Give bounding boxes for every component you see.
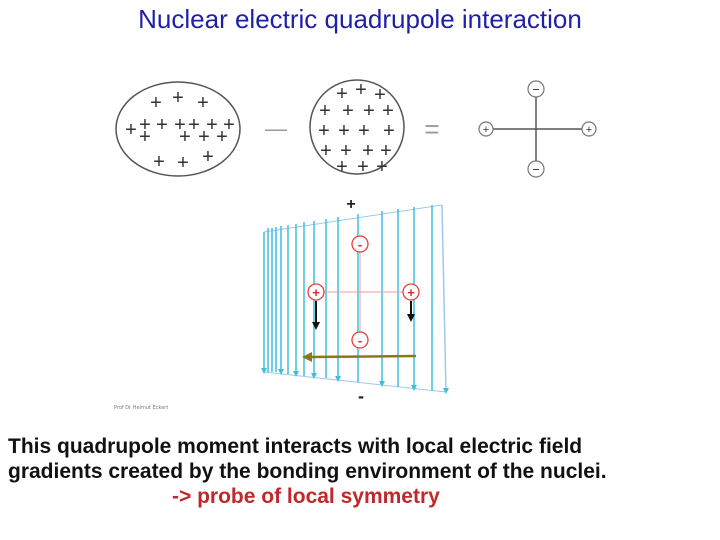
field-charge-upper — [351, 235, 369, 253]
plus-charge: + — [174, 114, 186, 136]
field-charge-right — [402, 283, 420, 301]
plus-charge: + — [216, 126, 228, 148]
point-charge-top-label: − — [532, 82, 540, 97]
caption-line-1: This quadrupole moment interacts with lo… — [8, 435, 583, 458]
plus-charge: + — [139, 114, 151, 136]
plus-charge: + — [374, 84, 386, 106]
field-charge-upper-label: - — [358, 237, 362, 252]
plus-charge: + — [139, 126, 151, 148]
point-charge-bottom-label: − — [532, 162, 540, 177]
plus-charge: + — [319, 100, 331, 122]
page-title: Nuclear electric quadrupole interaction — [138, 4, 582, 34]
plus-charge: + — [336, 156, 348, 178]
plus-charge: + — [336, 83, 348, 105]
plus-charge: + — [206, 114, 218, 136]
field-bottom-sign: - — [358, 386, 364, 406]
plus-charge: + — [380, 140, 392, 162]
plus-charge: + — [363, 100, 375, 122]
plus-charge: + — [383, 120, 395, 142]
plus-charge: + — [357, 156, 369, 178]
plus-charge: + — [150, 92, 162, 114]
plus-charge: + — [338, 120, 350, 142]
field-charge-left-label: + — [312, 285, 320, 300]
plus-charge: + — [355, 79, 367, 101]
quadrupole-diagram: + + + + + + + + + + + + + + + + + — + + … — [115, 79, 597, 406]
plus-charge: + — [177, 152, 189, 174]
point-charge-right — [581, 121, 597, 137]
minus-operator: — — [265, 116, 287, 141]
point-charge-bottom — [527, 160, 545, 178]
plus-charge: + — [125, 119, 137, 141]
force-arrowhead-left — [312, 322, 320, 330]
plus-charge: + — [153, 151, 165, 173]
image-credit: Prof Dr Helmut Eckert — [114, 405, 169, 411]
plus-charge: + — [382, 100, 394, 122]
plus-charge: + — [362, 140, 374, 162]
plus-charge: + — [156, 114, 168, 136]
field-charge-lower-label: - — [358, 333, 362, 348]
field-arrowheads — [261, 368, 449, 394]
plus-charge: + — [172, 87, 184, 109]
point-charge-left-label: + — [483, 124, 489, 136]
plus-charge: + — [318, 120, 330, 142]
field-top-sign: + — [346, 196, 355, 213]
gradient-arrowhead — [302, 352, 312, 362]
field-charge-left — [307, 283, 325, 301]
plus-charge: + — [223, 114, 235, 136]
plus-charge: + — [202, 146, 214, 168]
field-charge-lower — [351, 331, 369, 349]
plus-charge: + — [320, 140, 332, 162]
plus-charge: + — [376, 156, 388, 178]
caption-line-3: -> probe of local symmetry — [172, 485, 440, 508]
field-lines — [263, 204, 447, 393]
gradient-arrow — [309, 354, 417, 359]
plus-charge: + — [198, 126, 210, 148]
caption: This quadrupole moment interacts with lo… — [8, 434, 714, 509]
point-charge-top — [527, 80, 545, 98]
plus-charge: + — [179, 126, 191, 148]
plus-charge: + — [358, 120, 370, 142]
left-nucleus-ellipse — [115, 81, 241, 177]
point-charge-left — [478, 121, 494, 137]
field-charge-right-label: + — [407, 285, 415, 300]
plus-charge: + — [340, 140, 352, 162]
force-arrowhead-right — [407, 314, 415, 322]
equals-operator: = — [424, 114, 439, 144]
point-charge-right-label: + — [586, 124, 592, 136]
caption-line-2: gradients created by the bonding environ… — [8, 460, 607, 483]
plus-charge: + — [197, 92, 209, 114]
plus-charge: + — [188, 114, 200, 136]
plus-charge: + — [342, 100, 354, 122]
middle-nucleus-circle — [309, 79, 405, 175]
